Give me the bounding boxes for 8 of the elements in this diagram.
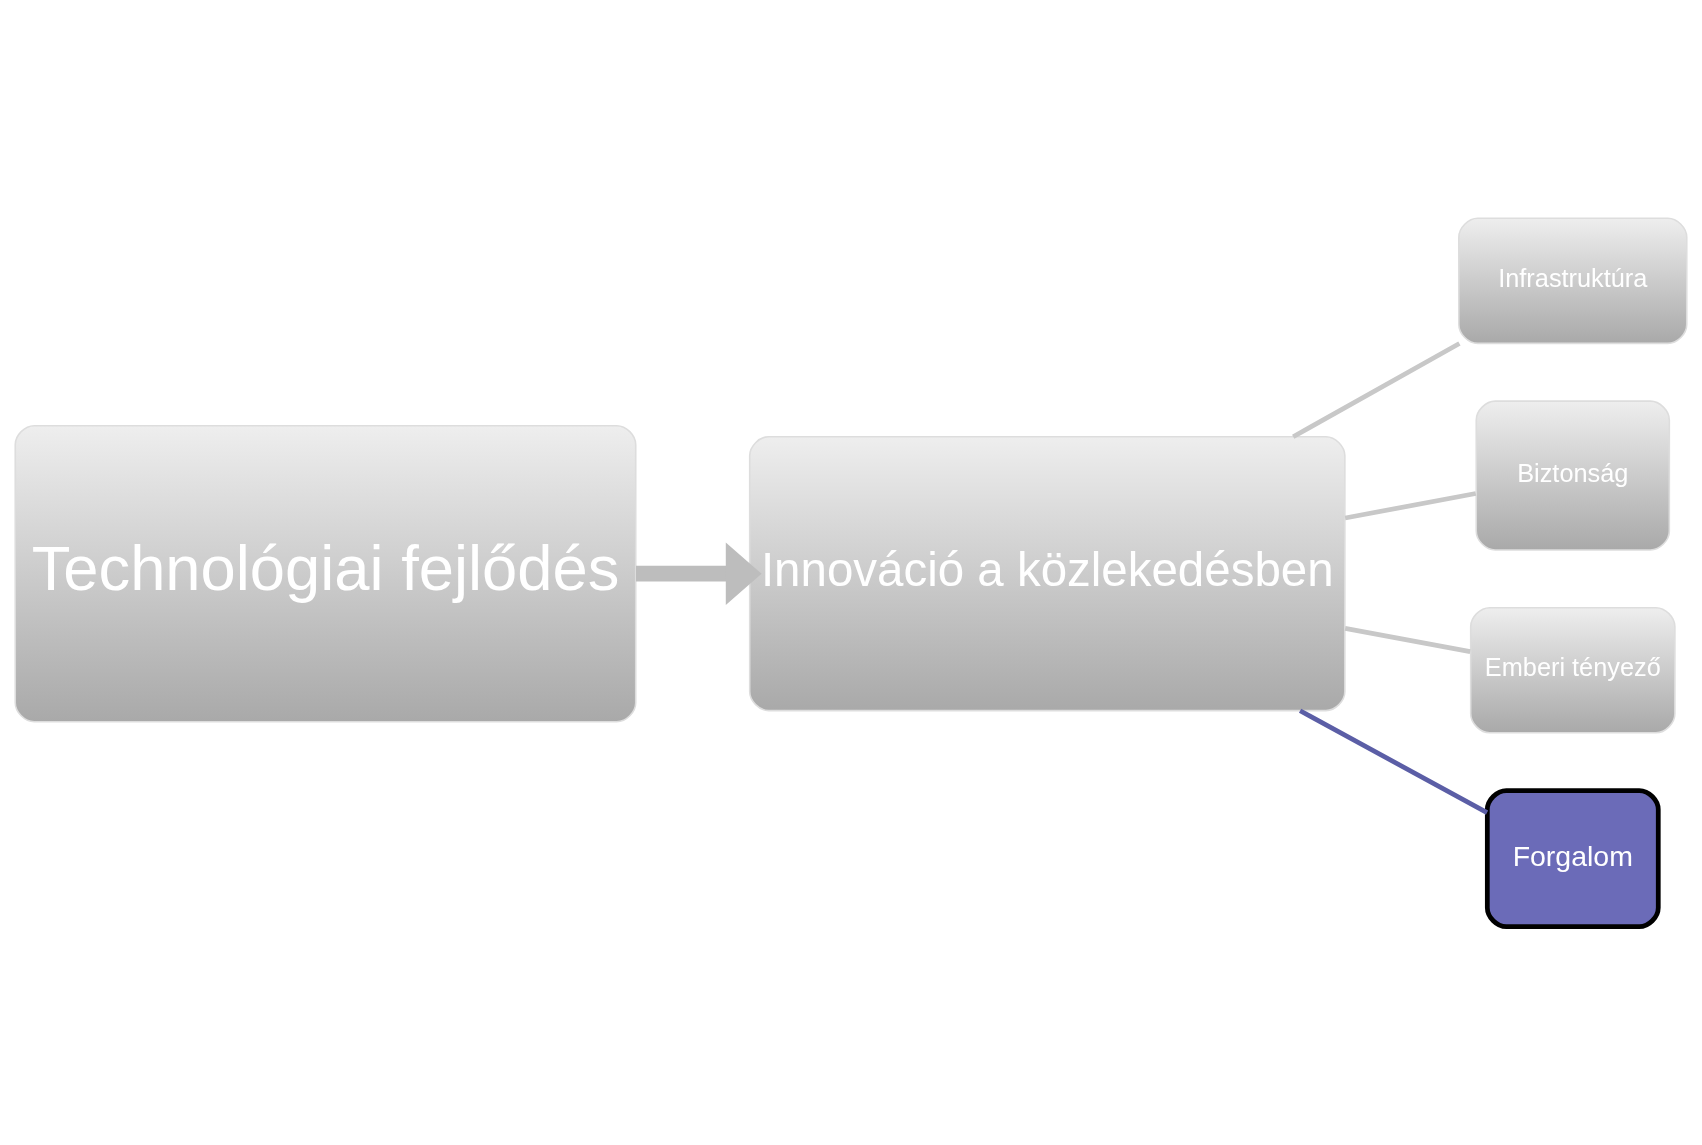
- connector: [1298, 708, 1489, 815]
- connector: [1344, 626, 1471, 654]
- node-box: Forgalom: [1484, 788, 1661, 930]
- node-box: Technológiai fejlődés: [14, 424, 637, 723]
- node-box: Biztonság: [1475, 400, 1671, 551]
- connector: [1344, 491, 1477, 521]
- connector: [1292, 341, 1461, 439]
- arrow: [636, 542, 762, 605]
